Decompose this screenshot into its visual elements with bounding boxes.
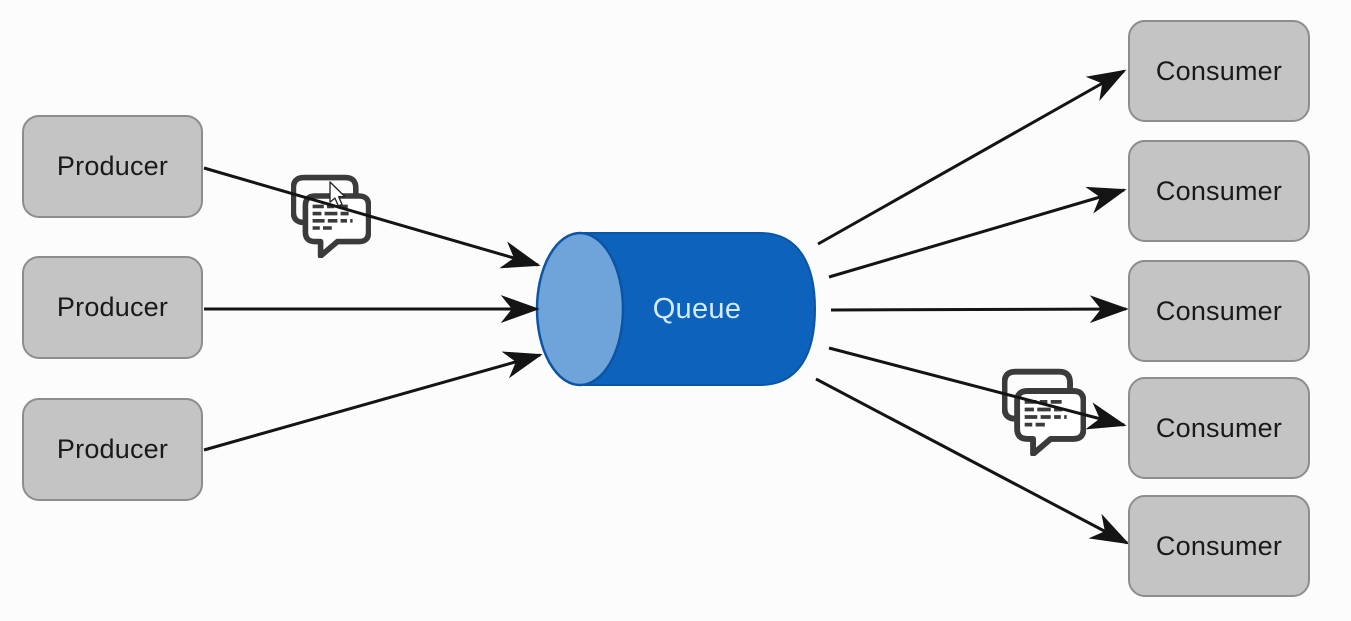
arrow-producer1-to-queue — [203, 166, 541, 269]
consumer-label: Consumer — [1155, 55, 1283, 86]
queue-node — [535, 231, 817, 387]
consumer-node: Consumer — [1128, 495, 1310, 597]
producer-label: Producer — [56, 434, 169, 464]
producer-node: Producer — [22, 398, 203, 501]
consumer-node: Consumer — [1128, 20, 1310, 122]
arrow-queue-to-consumer3 — [830, 295, 1129, 324]
consumer-node: Consumer — [1128, 260, 1310, 362]
queue-label: Queue — [652, 292, 742, 325]
consumer-label: Consumer — [1155, 530, 1283, 561]
producer-node: Producer — [22, 256, 203, 359]
consumer-label: Consumer — [1155, 175, 1283, 206]
arrow-queue-to-consumer5 — [815, 377, 1130, 545]
queue-cylinder-body — [579, 232, 817, 386]
arrow-producer3-to-queue — [203, 351, 543, 452]
arrow-queue-to-consumer4 — [828, 346, 1127, 430]
mouse-cursor-icon — [329, 181, 346, 207]
producer-node: Producer — [22, 115, 203, 218]
consumer-label: Consumer — [1155, 295, 1283, 326]
arrow-queue-to-consumer1 — [817, 69, 1127, 246]
consumer-node: Consumer — [1128, 377, 1310, 479]
producer-label: Producer — [56, 292, 169, 322]
arrow-queue-to-consumer2 — [828, 186, 1127, 279]
consumer-label: Consumer — [1155, 412, 1283, 443]
consumer-node: Consumer — [1128, 140, 1310, 242]
producer-label: Producer — [56, 151, 169, 181]
